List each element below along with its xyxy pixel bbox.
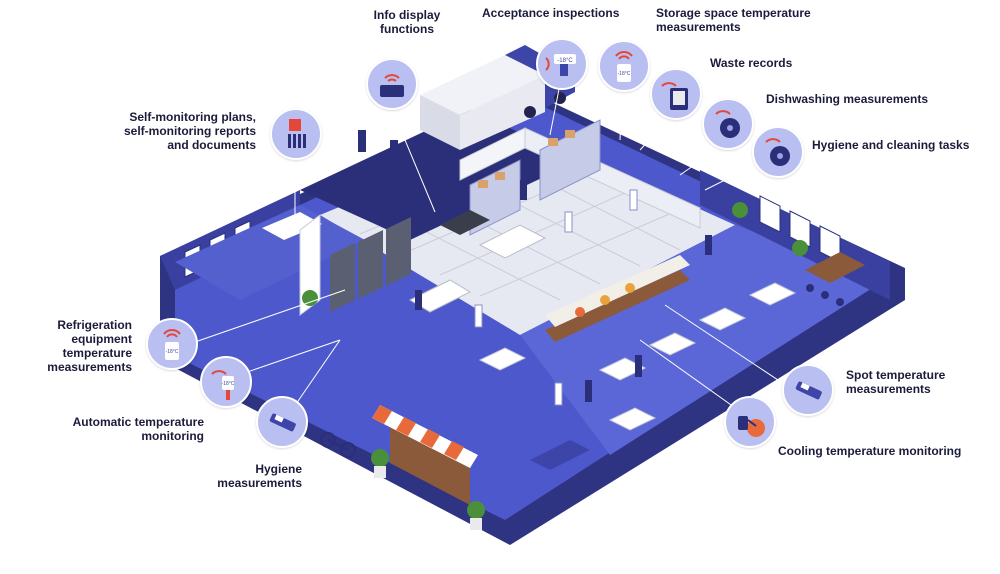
round-sensor-icon [715, 110, 740, 138]
spot-temp-badge [782, 364, 834, 416]
hygiene-meas-label: Hygiene measurements [217, 462, 302, 490]
probe-sensor-icon: -18°C [211, 370, 235, 400]
handheld-meter-icon [269, 413, 296, 432]
auto-temp-label: Automatic temperature monitoring [72, 415, 204, 443]
document-icon [288, 119, 306, 148]
hygiene-meas-badge [256, 396, 308, 448]
storage-readout: -18°C [618, 71, 631, 77]
cooling-badge [724, 396, 776, 448]
waste-badge [650, 68, 702, 120]
refrigeration-readout: -18°C [166, 349, 179, 355]
bar-counter [805, 252, 865, 306]
thermometer-gun-icon: -18°C [545, 54, 576, 76]
dining-floor [520, 225, 885, 455]
storage-temp-label: Storage space temperature measurements [656, 6, 811, 34]
refrigeration-label: Refrigeration equipment temperature meas… [47, 318, 132, 374]
office-desk [262, 212, 322, 240]
auto-temp-badge: -18°C [200, 356, 252, 408]
people [358, 130, 712, 406]
waste-label: Waste records [710, 56, 793, 70]
cooling-label: Cooling temperature monitoring [778, 444, 962, 458]
probe-thermometer-icon [738, 416, 765, 437]
info-display-badge [366, 58, 418, 110]
wifi-sensor-icon: -18°C [615, 51, 633, 82]
storefront [372, 405, 478, 505]
acceptance-readout: -18°C [557, 58, 573, 64]
right-windows [759, 195, 841, 263]
hygiene-cleaning-badge [752, 126, 804, 178]
acceptance-label: Acceptance inspections [482, 6, 620, 20]
wifi-display-icon [380, 74, 404, 97]
dining-tables [478, 282, 797, 431]
dishwashing-badge [702, 98, 754, 150]
acceptance-badge: -18°C [536, 38, 588, 90]
bicycle [320, 432, 356, 458]
curved-wall [299, 214, 321, 316]
self-monitoring-badge [270, 108, 322, 160]
potted-plants [302, 202, 808, 530]
handheld-meter-icon [795, 381, 822, 400]
spot-temp-label: Spot temperature measurements [846, 368, 946, 396]
sofa [530, 440, 590, 470]
info-display-label: Info display functions [373, 8, 441, 36]
tablet-icon [661, 82, 688, 110]
hygiene-cleaning-label: Hygiene and cleaning tasks [812, 138, 970, 152]
self-monitoring-label: Self-monitoring plans, self-monitoring r… [123, 110, 256, 152]
wifi-sensor-icon: -18°C [163, 329, 181, 360]
refrigeration-badge: -18°C [146, 318, 198, 370]
auto-readout: -18°C [222, 381, 235, 387]
refrigerators [330, 217, 411, 312]
storage-temp-badge: -18°C [598, 40, 650, 92]
kitchen-counters [408, 210, 547, 313]
buffet-counter [545, 255, 690, 342]
round-sensor-icon [765, 138, 790, 166]
dishwashing-label: Dishwashing measurements [766, 92, 929, 106]
